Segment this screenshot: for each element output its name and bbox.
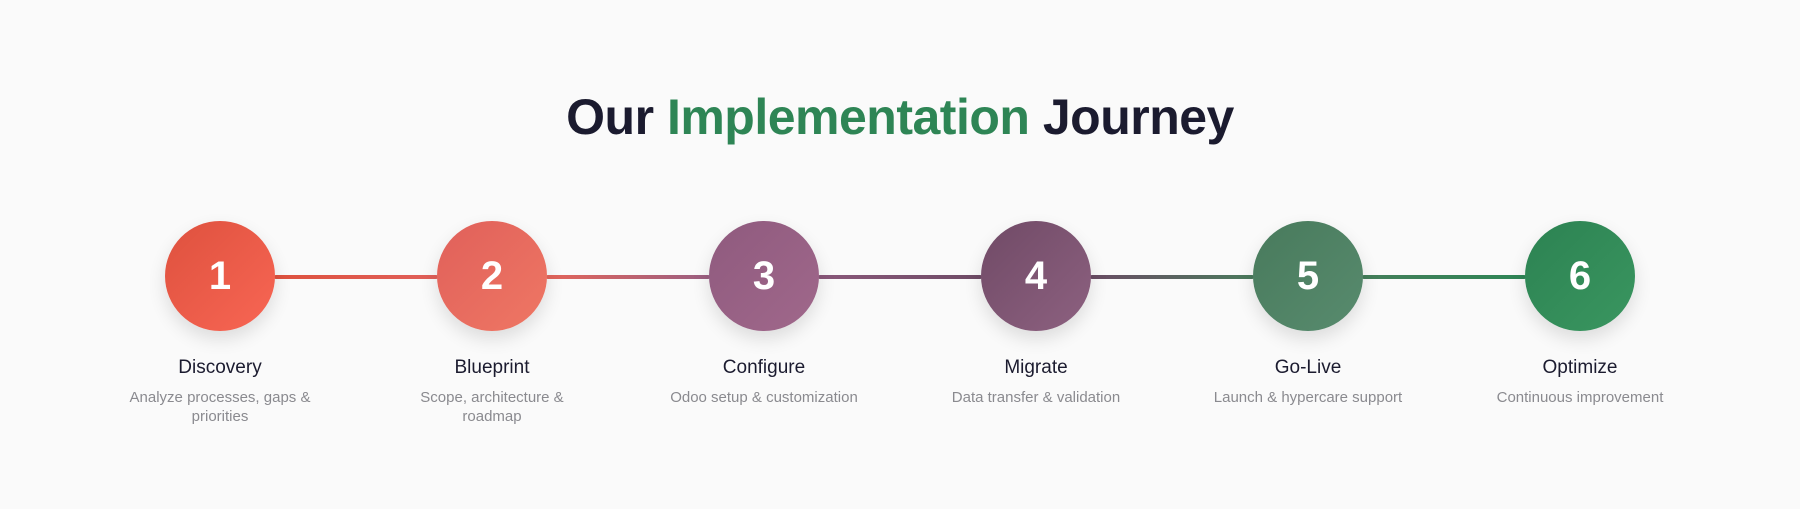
step-description: Launch & hypercare support (1213, 389, 1403, 406)
step-migrate: 4 Migrate Data transfer & validation (926, 221, 1146, 407)
step-number-badge: 4 (981, 221, 1091, 331)
connector-2-3 (546, 275, 710, 279)
step-title: Blueprint (454, 357, 530, 378)
step-description: Odoo setup & customization (670, 389, 858, 406)
connector-3-4 (818, 275, 982, 279)
step-title: Discovery (178, 357, 262, 378)
step-number-badge: 6 (1525, 221, 1635, 331)
step-optimize: 6 Optimize Continuous improvement (1470, 221, 1690, 407)
step-description: Data transfer & validation (951, 389, 1121, 406)
step-description: Analyze processes, gaps & priorities (129, 389, 311, 425)
connector-5-6 (1362, 275, 1526, 279)
step-title: Configure (722, 357, 806, 378)
connector-1-2 (274, 275, 438, 279)
step-go-live: 5 Go-Live Launch & hypercare support (1198, 221, 1418, 407)
step-number-badge: 2 (437, 221, 547, 331)
title-prefix: Our (566, 89, 654, 145)
step-title: Go-Live (1274, 357, 1342, 378)
page-title: Our Implementation Journey (0, 84, 1800, 150)
step-description: Continuous improvement (1496, 389, 1664, 406)
step-number-badge: 5 (1253, 221, 1363, 331)
step-blueprint: 2 Blueprint Scope, architecture & roadma… (382, 221, 602, 426)
step-number-badge: 1 (165, 221, 275, 331)
step-configure: 3 Configure Odoo setup & customization (654, 221, 874, 407)
step-number-badge: 3 (709, 221, 819, 331)
step-title: Optimize (1542, 357, 1618, 378)
title-highlight: Implementation (666, 89, 1030, 145)
step-title: Migrate (1004, 357, 1068, 378)
connector-4-5 (1090, 275, 1254, 279)
title-suffix: Journey (1042, 89, 1235, 145)
step-discovery: 1 Discovery Analyze processes, gaps & pr… (110, 221, 330, 426)
step-description: Scope, architecture & roadmap (420, 389, 564, 425)
